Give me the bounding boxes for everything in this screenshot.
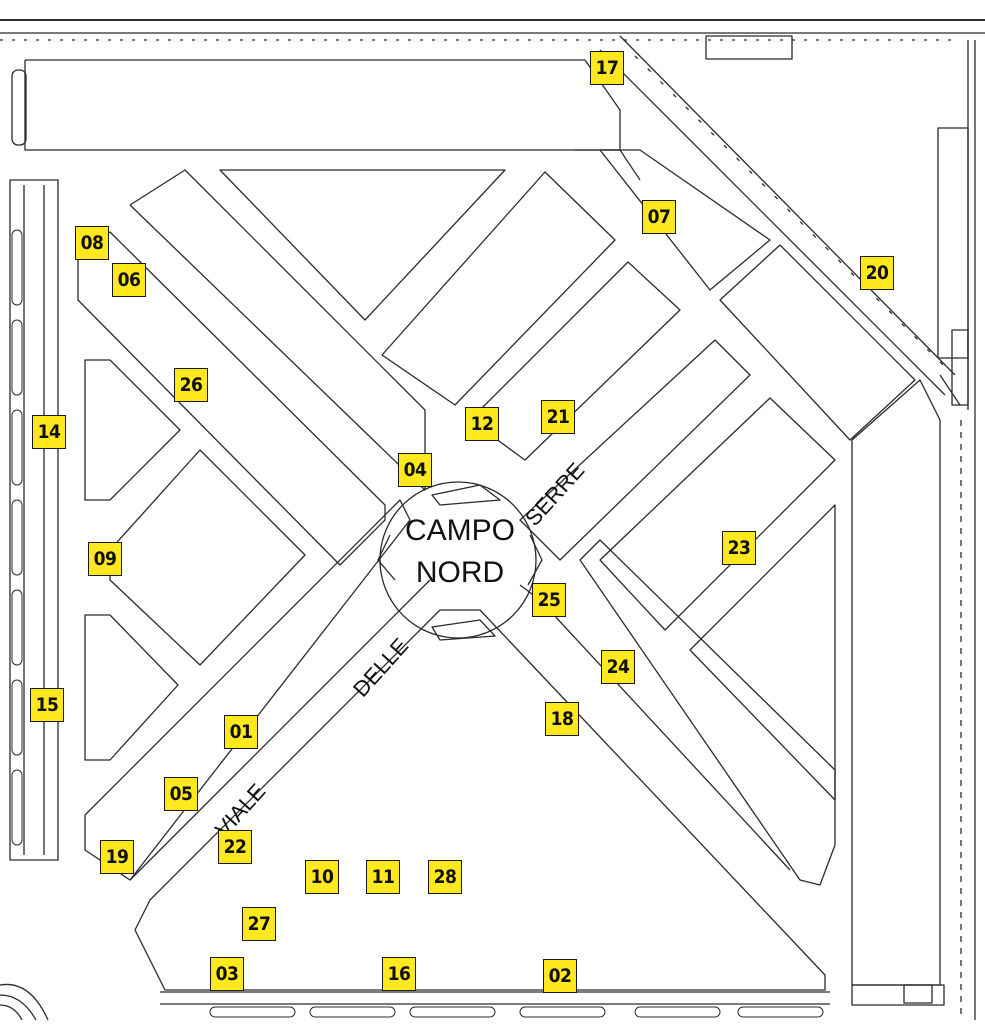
center-label-campo: CAMPO xyxy=(404,514,515,547)
plot-15[interactable]: 15 xyxy=(30,688,64,722)
plot-17[interactable]: 17 xyxy=(590,51,624,85)
plot-16[interactable]: 16 xyxy=(382,957,416,991)
plot-14[interactable]: 14 xyxy=(32,415,66,449)
plot-22[interactable]: 22 xyxy=(218,830,252,864)
plot-19[interactable]: 19 xyxy=(100,840,134,874)
plot-07[interactable]: 07 xyxy=(642,200,676,234)
plot-09[interactable]: 09 xyxy=(88,542,122,576)
plot-05[interactable]: 05 xyxy=(164,777,198,811)
plot-10[interactable]: 10 xyxy=(305,860,339,894)
plot-08[interactable]: 08 xyxy=(75,226,109,260)
plot-01[interactable]: 01 xyxy=(224,715,258,749)
plot-12[interactable]: 12 xyxy=(465,407,499,441)
center-label-nord: NORD xyxy=(415,556,505,589)
plot-21[interactable]: 21 xyxy=(541,400,575,434)
plot-06[interactable]: 06 xyxy=(112,263,146,297)
plot-23[interactable]: 23 xyxy=(722,531,756,565)
plot-26[interactable]: 26 xyxy=(174,368,208,402)
plot-28[interactable]: 28 xyxy=(428,860,462,894)
plot-03[interactable]: 03 xyxy=(210,957,244,991)
plot-20[interactable]: 20 xyxy=(860,256,894,290)
plot-24[interactable]: 24 xyxy=(601,650,635,684)
plot-11[interactable]: 11 xyxy=(366,860,400,894)
plot-25[interactable]: 25 xyxy=(532,583,566,617)
plot-02[interactable]: 02 xyxy=(543,959,577,993)
plot-18[interactable]: 18 xyxy=(545,702,579,736)
plot-27[interactable]: 27 xyxy=(242,907,276,941)
plot-04[interactable]: 04 xyxy=(398,453,432,487)
